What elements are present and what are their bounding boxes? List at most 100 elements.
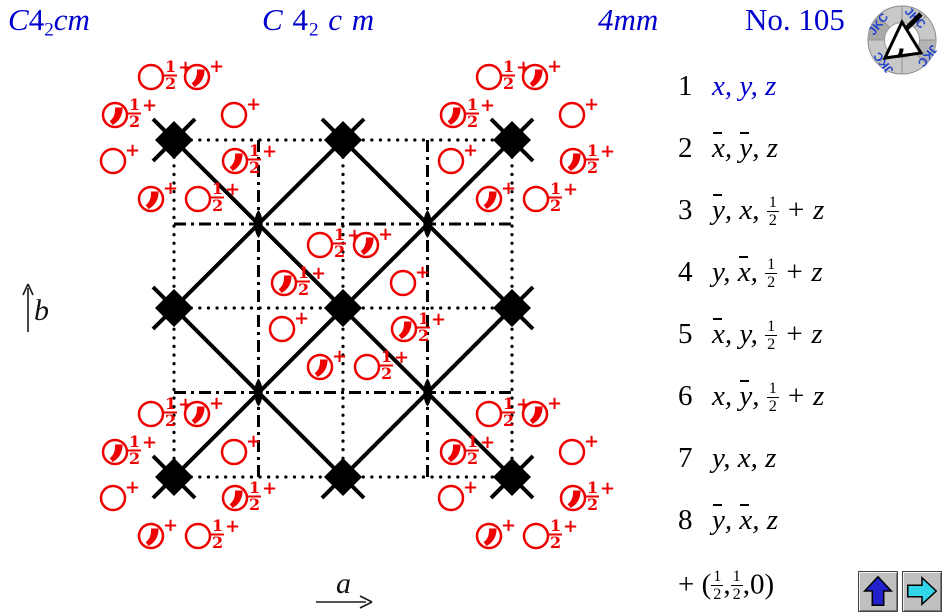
svg-text:2: 2 (550, 533, 561, 552)
nav-next-button[interactable] (902, 571, 942, 612)
enantiomorph-comma: , (229, 111, 248, 175)
general-position-circle (306, 231, 334, 259)
general-position-circle (220, 438, 248, 466)
nav-up-button[interactable] (858, 571, 898, 612)
svg-text:2: 2 (298, 280, 309, 299)
svg-text:+: + (225, 516, 240, 537)
svg-text:2: 2 (503, 411, 514, 430)
coordinate-token: ,0) (742, 568, 775, 601)
height-label-plus: + (463, 140, 478, 161)
enantiomorph-comma: , (447, 65, 466, 129)
height-label-half-plus: 12+ (296, 263, 326, 299)
enantiomorph-comma: , (314, 317, 333, 381)
svg-text:2: 2 (129, 112, 140, 131)
general-position-circle (270, 269, 298, 297)
coordinate-token: x (712, 70, 725, 102)
height-label-plus: + (584, 431, 599, 452)
general-position-circle (101, 101, 129, 129)
height-label-plus: + (163, 515, 178, 536)
coordinate-token: , (723, 442, 738, 474)
general-position-circle (99, 147, 127, 175)
point-group-label: 4mm (598, 2, 659, 37)
twofold-axis-symbol (254, 210, 263, 238)
svg-text:1: 1 (587, 141, 598, 160)
coordinate-token: y (739, 380, 753, 413)
general-position-circle (437, 147, 465, 175)
svg-text:+: + (516, 57, 531, 78)
svg-text:2: 2 (165, 74, 176, 93)
svg-text:2: 2 (334, 242, 345, 261)
symbol-plane-letters: c m (319, 2, 376, 37)
height-label-plus: + (547, 56, 562, 77)
svg-text:+: + (347, 225, 362, 246)
svg-text:1: 1 (212, 516, 223, 535)
general-position-circle (184, 185, 212, 213)
height-label-plus: + (209, 56, 224, 77)
height-label-plus: + (463, 477, 478, 498)
svg-text:1: 1 (129, 95, 140, 114)
svg-text:+: + (516, 394, 531, 415)
general-position-circle (390, 315, 418, 343)
height-label-half-plus: 12+ (501, 57, 531, 93)
svg-text:2: 2 (503, 74, 514, 93)
coordinate-token: z (766, 132, 779, 164)
svg-text:1: 1 (503, 57, 514, 76)
height-label-half-plus: 12+ (247, 141, 277, 177)
site-index: 8 (678, 504, 693, 536)
coordinate-token: + z (778, 194, 825, 227)
coordinate-token: y (712, 256, 724, 289)
jkc-logo[interactable]: JKC JKC JKC JKC , (864, 2, 940, 78)
svg-text:+: + (563, 516, 578, 537)
symbol-axis-number: 4 (292, 2, 309, 37)
general-positions: 12+,+,12+++,12+,+12+12+,+,12+++,12+,+12+… (99, 27, 615, 552)
svg-text:+: + (480, 95, 495, 116)
fourfold-screw-axis-symbol (155, 121, 193, 159)
site-index: 4 (678, 256, 693, 289)
svg-text:+: + (142, 432, 157, 453)
coordinate-token: x (737, 442, 751, 474)
general-position-circle (475, 522, 503, 550)
svg-text:2: 2 (249, 495, 260, 514)
svg-text:1: 1 (212, 179, 223, 198)
svg-text:1: 1 (550, 516, 561, 535)
general-position-circle (559, 484, 587, 512)
enantiomorph-comma: , (483, 486, 502, 550)
general-position-circle (352, 231, 380, 259)
general-position-circle (137, 400, 165, 428)
site-index: 1 (678, 70, 693, 102)
height-label-plus: + (125, 140, 140, 161)
coordinate-token: , (723, 568, 731, 601)
height-label-half-plus: 12+ (548, 516, 578, 552)
svg-text:+: + (225, 179, 240, 200)
coordinate-token: x (737, 256, 751, 289)
height-label-plus: + (246, 431, 261, 452)
general-position-circle (475, 400, 503, 428)
height-label-half-plus: 12+ (465, 95, 495, 131)
coordinate-token: , (724, 70, 740, 102)
coordinate-token: x (739, 504, 753, 536)
enantiomorph-comma: , (529, 27, 548, 91)
svg-text:+: + (262, 141, 277, 162)
height-label-half-plus: 12+ (548, 179, 578, 215)
site-index: 6 (678, 380, 693, 413)
enantiomorph-comma: , (529, 364, 548, 428)
svg-text:+: + (563, 179, 578, 200)
svg-text:1: 1 (249, 478, 260, 497)
space-group-number: No. 105 (745, 2, 845, 37)
site-index: 5 (678, 318, 693, 351)
height-label-plus: + (332, 346, 347, 367)
height-label-half-plus: 12+ (163, 57, 193, 93)
height-label-plus: + (584, 94, 599, 115)
symbol-plane-letters: cm (53, 2, 90, 37)
enantiomorph-comma: , (191, 364, 210, 428)
height-label-half-plus: 12+ (163, 394, 193, 430)
space-group-symbol-full: C 42 c m (262, 2, 375, 41)
